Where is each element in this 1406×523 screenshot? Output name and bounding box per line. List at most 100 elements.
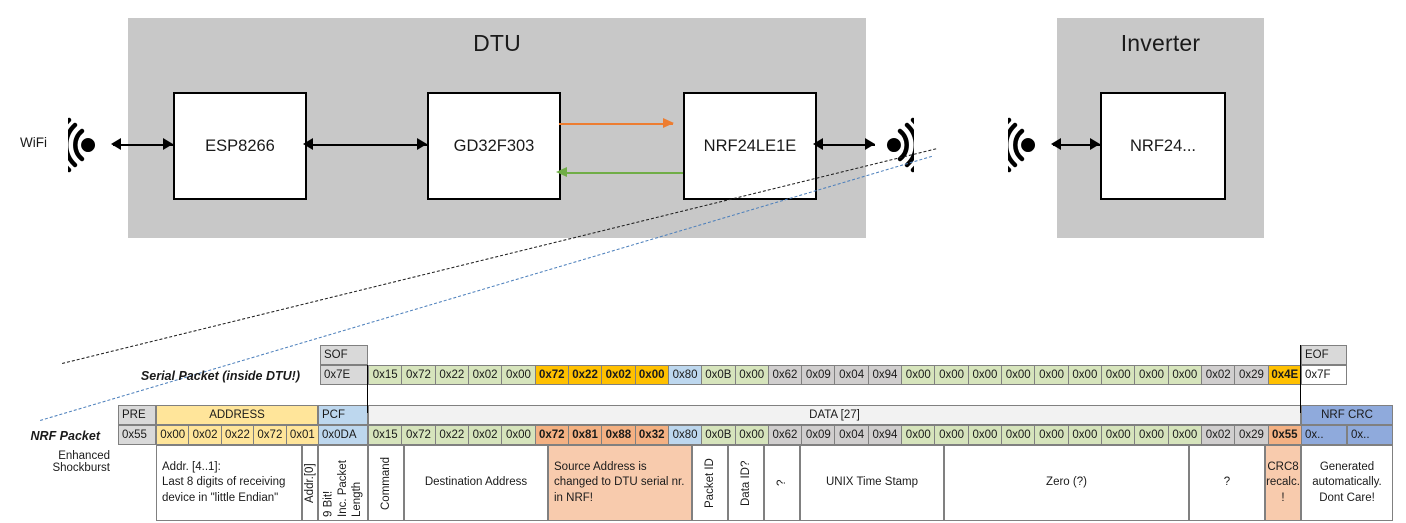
desc-crc-note: Generated automatically. Dont Care! xyxy=(1301,445,1393,521)
serial-byte-4: 0x00 xyxy=(501,365,536,385)
desc-address: Addr. [4..1]: Last 8 digits of receiving… xyxy=(156,445,302,521)
wifi-antenna-icon xyxy=(68,117,114,173)
link-nrf-gd32-rx xyxy=(567,172,683,174)
nrf-address-header: ADDRESS xyxy=(156,405,318,425)
nrf-data-header: DATA [27] xyxy=(368,405,1301,425)
serial-byte-26: 0x29 xyxy=(1234,365,1269,385)
nrf-byte-1: 0x72 xyxy=(401,425,436,445)
arrow-right-icon xyxy=(865,138,875,150)
nrf-address-byte-0: 0x00 xyxy=(156,425,190,445)
serial-byte-23: 0x00 xyxy=(1134,365,1169,385)
nrf-byte-15: 0x94 xyxy=(867,425,903,445)
arrow-left-icon xyxy=(111,138,121,150)
nrf-byte-21: 0x00 xyxy=(1067,425,1103,445)
nrf-byte-10: 0x0B xyxy=(701,425,736,445)
wifi-label: WiFi xyxy=(20,135,47,150)
serial-byte-13: 0x09 xyxy=(801,365,836,385)
arrow-left-icon xyxy=(1051,138,1061,150)
desc-data-id: Data ID? xyxy=(728,445,764,521)
chip-esp8266: ESP8266 xyxy=(173,92,307,200)
arrow-left-icon xyxy=(303,138,313,150)
link-gd32-nrf-tx xyxy=(559,123,673,125)
arrow-right-icon xyxy=(1090,138,1100,150)
nrf-byte-26: 0x29 xyxy=(1234,425,1269,445)
nrf-byte-9: 0x80 xyxy=(667,425,703,445)
inverter-title: Inverter xyxy=(1120,30,1201,56)
serial-byte-11: 0x00 xyxy=(734,365,769,385)
link-antenna-esp xyxy=(113,144,173,146)
serial-byte-7: 0x02 xyxy=(601,365,636,385)
rf-antenna-inverter-icon xyxy=(1008,117,1054,173)
serial-byte-8: 0x00 xyxy=(634,365,669,385)
nrf-byte-27: 0x55 xyxy=(1267,425,1302,445)
nrf-pcf-value: 0x0DA xyxy=(318,425,368,445)
desc-unknown-2: ? xyxy=(1189,445,1265,521)
desc-addr0: Addr.[0] xyxy=(302,445,318,521)
serial-byte-27: 0x4E xyxy=(1267,365,1302,385)
nrf-packet-sublabel: Enhanced Shockburst xyxy=(52,450,110,474)
nrf-byte-6: 0x81 xyxy=(567,425,603,445)
nrf-byte-13: 0x09 xyxy=(801,425,836,445)
serial-byte-18: 0x00 xyxy=(967,365,1003,385)
serial-byte-17: 0x00 xyxy=(934,365,969,385)
inverter-enclosure: Inverter xyxy=(1057,18,1264,238)
serial-byte-25: 0x02 xyxy=(1201,365,1236,385)
serial-byte-1: 0x72 xyxy=(401,365,436,385)
link-esp-gd32 xyxy=(305,144,427,146)
nrf-byte-16: 0x00 xyxy=(901,425,936,445)
serial-byte-5: 0x72 xyxy=(534,365,569,385)
serial-byte-10: 0x0B xyxy=(701,365,736,385)
serial-eof-header: EOF xyxy=(1301,345,1347,365)
packet-tables: Serial Packet (inside DTU!) NRF Packet E… xyxy=(0,340,1406,523)
arrow-left-icon xyxy=(556,166,567,177)
serial-byte-24: 0x00 xyxy=(1167,365,1202,385)
nrf-pcf-header: PCF xyxy=(318,405,368,425)
desc-unknown-1: ? xyxy=(764,445,800,521)
nrf-crc-byte-0: 0x.. xyxy=(1301,425,1347,445)
nrf-address-byte-4: 0x01 xyxy=(285,425,319,445)
desc-zero: Zero (?) xyxy=(944,445,1189,521)
serial-byte-21: 0x00 xyxy=(1067,365,1103,385)
serial-byte-9: 0x80 xyxy=(667,365,703,385)
nrf-byte-3: 0x02 xyxy=(467,425,503,445)
nrf-byte-17: 0x00 xyxy=(934,425,969,445)
nrf-byte-0: 0x15 xyxy=(368,425,403,445)
nrf-byte-11: 0x00 xyxy=(734,425,769,445)
arrow-right-icon xyxy=(417,138,427,150)
nrf-byte-23: 0x00 xyxy=(1134,425,1169,445)
nrf-byte-25: 0x02 xyxy=(1201,425,1236,445)
desc-command: Command xyxy=(368,445,404,521)
chip-nrf24-inverter: NRF24... xyxy=(1100,92,1226,200)
serial-byte-15: 0x94 xyxy=(867,365,903,385)
chip-label: NRF24LE1E xyxy=(703,136,797,155)
connector-line-left xyxy=(367,365,368,413)
nrf-byte-18: 0x00 xyxy=(967,425,1003,445)
nrf-byte-7: 0x88 xyxy=(601,425,636,445)
nrf-crc-header: NRF CRC xyxy=(1301,405,1393,425)
desc-unix-timestamp: UNIX Time Stamp xyxy=(800,445,944,521)
serial-byte-22: 0x00 xyxy=(1101,365,1136,385)
serial-byte-16: 0x00 xyxy=(901,365,936,385)
desc-source-address: Source Address is changed to DTU serial … xyxy=(548,445,692,521)
serial-packet-label: Serial Packet (inside DTU!) xyxy=(140,369,300,383)
serial-sof-value: 0x7E xyxy=(320,365,368,385)
serial-byte-0: 0x15 xyxy=(368,365,403,385)
arrow-right-icon xyxy=(663,117,674,128)
serial-sof-header: SOF xyxy=(320,345,368,365)
serial-eof-value: 0x7F xyxy=(1301,365,1347,385)
nrf-byte-24: 0x00 xyxy=(1167,425,1202,445)
nrf-byte-19: 0x00 xyxy=(1001,425,1036,445)
chip-label: ESP8266 xyxy=(205,136,275,155)
nrf-byte-4: 0x00 xyxy=(501,425,536,445)
nrf-pre-header: PRE xyxy=(118,405,156,425)
connector-line-right xyxy=(1300,345,1301,413)
nrf-pre-value: 0x55 xyxy=(118,425,156,445)
arrow-right-icon xyxy=(163,138,173,150)
serial-byte-20: 0x00 xyxy=(1034,365,1069,385)
desc-packet-id: Packet ID xyxy=(692,445,728,521)
serial-byte-6: 0x22 xyxy=(567,365,603,385)
desc-destination-address: Destination Address xyxy=(404,445,548,521)
serial-byte-3: 0x02 xyxy=(467,365,503,385)
nrf-address-byte-2: 0x22 xyxy=(220,425,255,445)
serial-byte-19: 0x00 xyxy=(1001,365,1036,385)
